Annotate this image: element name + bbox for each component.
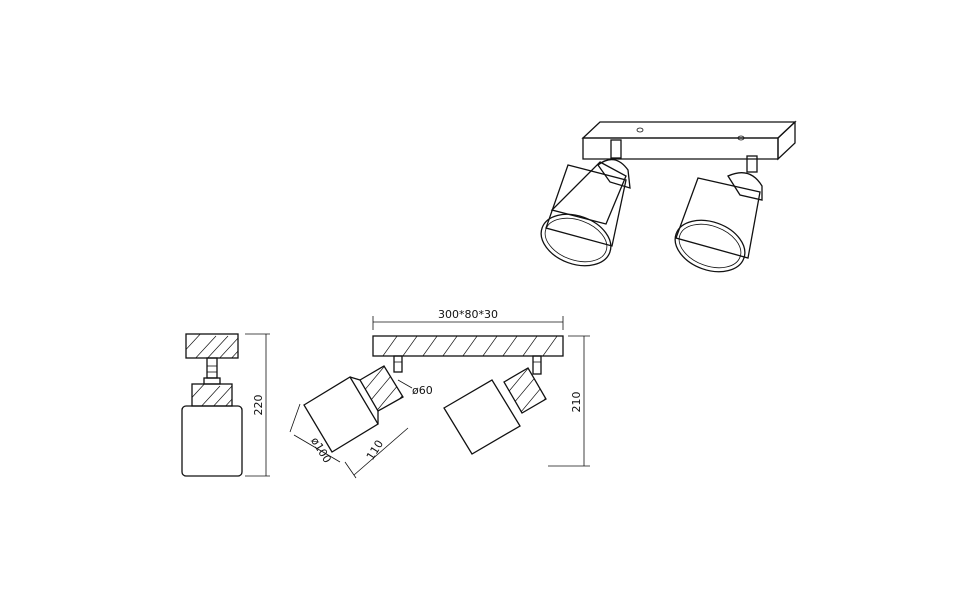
- side-base: [185, 333, 239, 359]
- front-spot-left: ø60 ø100 110: [289, 355, 433, 479]
- side-stem: [203, 357, 221, 385]
- dim-base-size-label: 300*80*30: [438, 308, 498, 321]
- front-view: 300*80*30: [289, 308, 590, 479]
- dim-base-size: 300*80*30: [372, 308, 564, 330]
- dim-stem-diameter-label: ø60: [412, 384, 433, 397]
- side-shade: [181, 405, 243, 477]
- front-spot-right: [443, 355, 547, 455]
- iso-spot-left: [540, 139, 631, 267]
- dim-height-side-label: 220: [252, 395, 265, 416]
- isometric-view: [540, 120, 797, 273]
- iso-base-plate: [581, 120, 797, 161]
- dim-shade-diameter-label: ø100: [308, 435, 334, 465]
- front-base: [372, 335, 564, 357]
- dim-height-side: 220: [245, 333, 270, 477]
- dim-height-front-label: 210: [570, 392, 583, 413]
- dim-height-front: 210: [548, 335, 590, 467]
- side-view: 220: [181, 333, 270, 477]
- iso-spot-right: [674, 155, 763, 273]
